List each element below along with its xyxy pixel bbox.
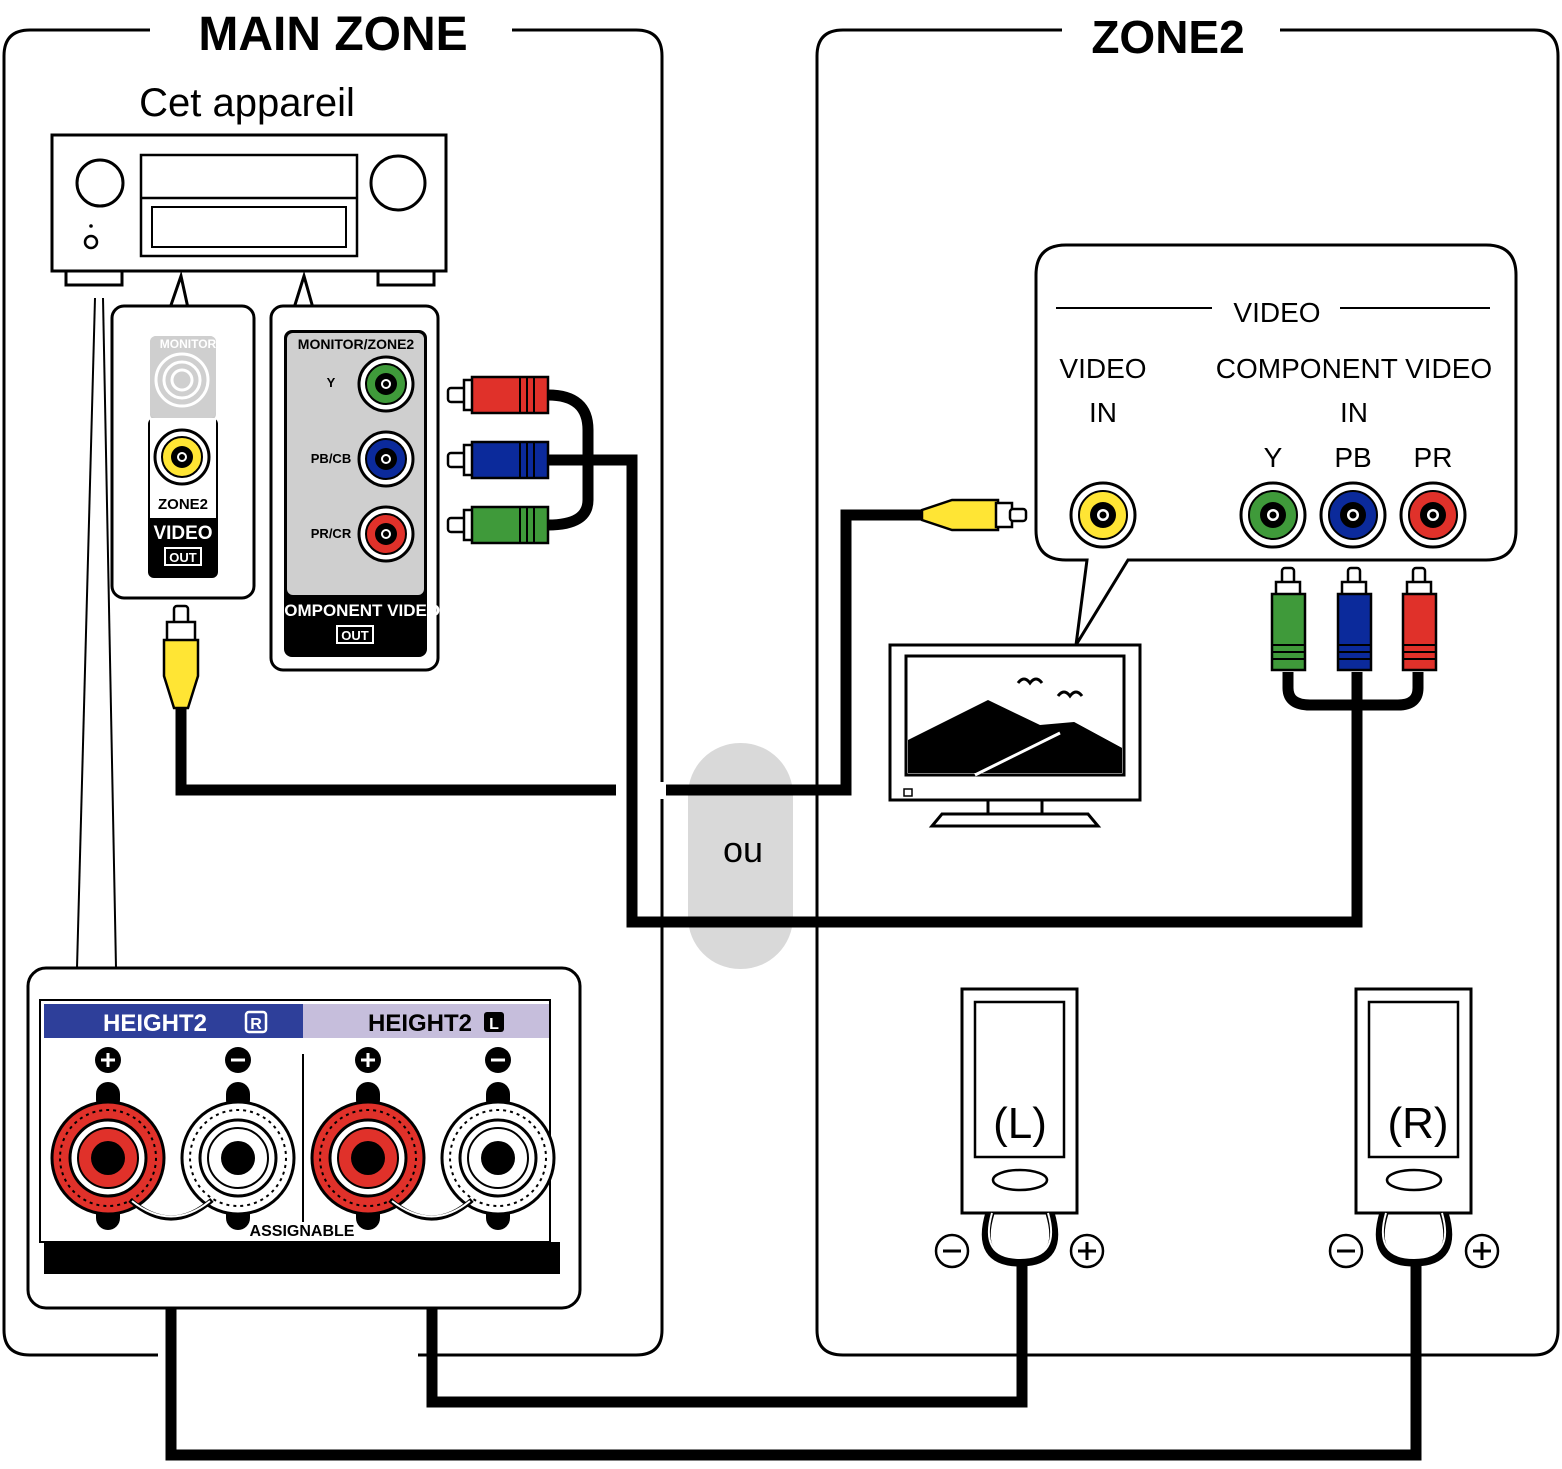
component-pb-label: PB/CB xyxy=(311,451,351,466)
tv-icon xyxy=(888,643,1142,828)
tv-video-in-label-2: IN xyxy=(1089,397,1117,428)
monitor-jack-icon xyxy=(154,352,210,408)
height2-l-band xyxy=(303,1004,549,1038)
tv-video-in-jack[interactable] xyxy=(1069,481,1137,549)
receiver-unit xyxy=(50,133,448,287)
cables xyxy=(165,389,1424,1461)
speaker-wire-right xyxy=(165,1225,1422,1461)
zone2-label: ZONE2 xyxy=(158,496,208,513)
plus-icon xyxy=(355,1047,381,1073)
tv-video-in-label: VIDEO xyxy=(1059,353,1146,384)
height2-l-badge: L xyxy=(489,1016,499,1033)
tv-component-in-label-2: IN xyxy=(1340,397,1368,428)
input-knob-icon xyxy=(369,154,427,212)
or-bubble xyxy=(688,743,793,969)
height2-r-badge: R xyxy=(250,1016,262,1033)
assignable-label: ASSIGNABLE xyxy=(250,1223,355,1240)
component-out-label: OUT xyxy=(341,628,369,643)
plug-blue-tv xyxy=(1336,566,1373,672)
video-out-label: VIDEO xyxy=(153,523,212,544)
zone2-box xyxy=(815,28,1560,1357)
height2-r-minus-terminal[interactable] xyxy=(180,1082,296,1230)
power-button-icon xyxy=(83,234,99,250)
height2-l-minus-terminal[interactable] xyxy=(440,1082,556,1230)
component-y-jack[interactable] xyxy=(357,355,415,413)
speaker-wire-left xyxy=(426,1225,1028,1408)
plus-icon xyxy=(1464,1233,1500,1269)
tv-pb-label: PB xyxy=(1334,442,1371,473)
tv-y-label: Y xyxy=(1264,442,1283,473)
minus-icon xyxy=(225,1047,251,1073)
tv-component-bundle xyxy=(1282,672,1424,711)
plug-blue-receiver xyxy=(446,440,550,480)
component-pr-label: PR/CR xyxy=(311,526,352,541)
plus-icon xyxy=(95,1047,121,1073)
plug-red-receiver xyxy=(446,375,550,415)
plus-icon xyxy=(1069,1233,1105,1269)
component-pb-jack[interactable] xyxy=(357,430,415,488)
tv-component-in-label: COMPONENT VIDEO xyxy=(1216,353,1492,384)
height2-r-label: HEIGHT2 xyxy=(103,1010,207,1037)
main-zone-box xyxy=(2,28,664,1357)
speaker-left-label: (L) xyxy=(993,1099,1047,1148)
main-zone-title: MAIN ZONE xyxy=(198,8,467,61)
tv-pr-label: PR xyxy=(1414,442,1453,473)
minus-icon xyxy=(934,1233,970,1269)
speaker-right xyxy=(1354,987,1473,1267)
zone2-video-out-jack[interactable] xyxy=(153,428,211,486)
component-y-label: Y xyxy=(327,375,336,390)
plug-green-receiver xyxy=(446,505,550,545)
speaker-left xyxy=(960,987,1079,1267)
composite-out-label: OUT xyxy=(169,550,197,565)
volume-knob-icon xyxy=(75,158,125,208)
height2-l-label: HEIGHT2 xyxy=(368,1010,472,1037)
tv-pb-jack[interactable] xyxy=(1319,481,1387,549)
plug-yellow-receiver xyxy=(162,604,200,710)
component-footer-label: COMPONENT VIDEO xyxy=(272,601,440,620)
plug-green-tv xyxy=(1270,566,1307,672)
device-label: Cet appareil xyxy=(139,81,355,125)
component-pr-jack[interactable] xyxy=(357,505,415,563)
component-loop xyxy=(547,389,594,531)
composite-cable xyxy=(175,509,925,796)
minus-icon xyxy=(1328,1233,1364,1269)
plug-red-tv xyxy=(1401,566,1438,672)
or-label: ou xyxy=(723,829,763,870)
tv-y-jack[interactable] xyxy=(1239,481,1307,549)
tv-inputs-callout xyxy=(1034,243,1518,646)
tv-pr-jack[interactable] xyxy=(1399,481,1467,549)
speaker-right-label: (R) xyxy=(1387,1099,1448,1148)
height2-l-plus-terminal[interactable] xyxy=(310,1082,426,1230)
tv-video-header: VIDEO xyxy=(1233,297,1320,328)
height2-r-plus-terminal[interactable] xyxy=(50,1082,166,1230)
component-header: MONITOR/ZONE2 xyxy=(298,336,415,352)
monitor-label: MONITOR xyxy=(160,337,217,351)
minus-icon xyxy=(485,1047,511,1073)
component-cable xyxy=(548,454,1363,928)
zone2-title: ZONE2 xyxy=(1091,11,1244,63)
plug-yellow-tv xyxy=(920,498,1028,532)
